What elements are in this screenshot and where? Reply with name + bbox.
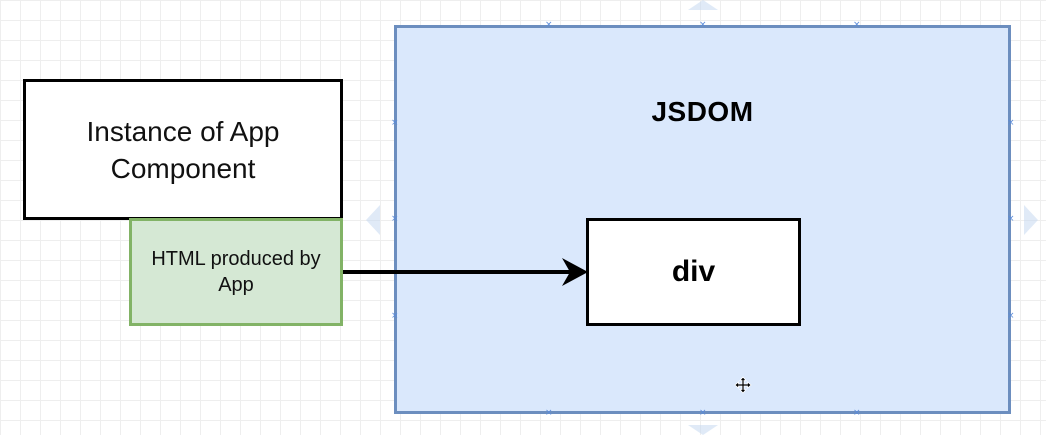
div-element-label: div — [671, 255, 716, 288]
selection-handle-icon[interactable] — [545, 22, 552, 29]
selection-handle-icon[interactable] — [699, 410, 706, 417]
jsdom-title: JSDOM — [651, 96, 754, 127]
selection-handle-icon[interactable] — [545, 410, 552, 417]
chevron-left-icon[interactable] — [366, 205, 380, 235]
move-cursor-icon — [734, 376, 752, 394]
arrowhead-icon — [562, 258, 588, 286]
chevron-up-icon[interactable] — [688, 0, 718, 10]
div-element-box[interactable]: div — [586, 218, 801, 326]
chevron-right-icon[interactable] — [1024, 205, 1038, 235]
html-output-label: HTML produced by App — [151, 248, 321, 296]
selection-handle-icon[interactable] — [1007, 216, 1014, 223]
selection-handle-icon[interactable] — [853, 22, 860, 29]
selection-handle-icon[interactable] — [391, 120, 398, 127]
selection-handle-icon[interactable] — [699, 22, 706, 29]
chevron-down-icon[interactable] — [688, 425, 718, 435]
selection-handle-icon[interactable] — [1007, 120, 1014, 127]
selection-handle-icon[interactable] — [853, 410, 860, 417]
selection-handle-icon[interactable] — [391, 313, 398, 320]
app-instance-label: Instance of App Component — [86, 115, 280, 184]
selection-handle-icon[interactable] — [1007, 313, 1014, 320]
app-instance-box[interactable]: Instance of App Component — [23, 79, 343, 220]
selection-handle-icon[interactable] — [391, 216, 398, 223]
html-output-box[interactable]: HTML produced by App — [129, 218, 343, 326]
